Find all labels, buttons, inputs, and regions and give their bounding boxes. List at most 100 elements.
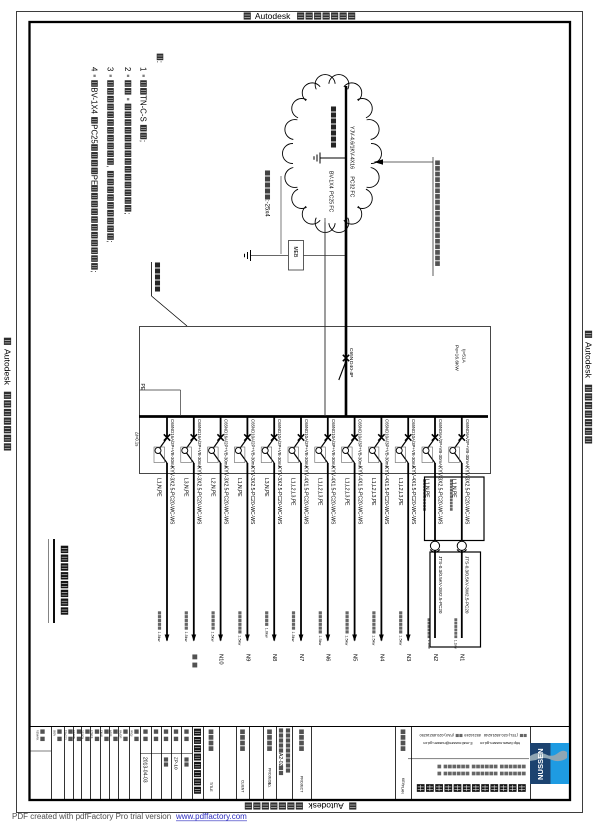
svg-text:D10A/3P+VB-30mA: D10A/3P+VB-30mA (411, 430, 416, 468)
svg-text:L1,N,PE: L1,N,PE (424, 479, 430, 498)
svg-text:PC25: PC25 (90, 124, 99, 144)
svg-text:;: ; (123, 212, 132, 214)
svg-text:Autodesk: Autodesk (583, 342, 593, 379)
svg-text:PROJECT: PROJECT (267, 768, 271, 785)
svg-text:N6: N6 (325, 654, 331, 661)
svg-text:C65N: C65N (277, 419, 282, 430)
svg-text:D16A/2P+VB-30mA: D16A/2P+VB-30mA (224, 430, 229, 468)
svg-text:EXAM: EXAM (100, 730, 103, 737)
svg-text:Autodesk: Autodesk (255, 11, 291, 21)
svg-text:KYV-4X1.5-PC20-WC-WS: KYV-4X1.5-PC20-WC-WS (410, 466, 416, 525)
svg-text:APPR: APPR (109, 730, 112, 737)
svg-text:BV-1X4: BV-1X4 (90, 87, 99, 114)
svg-text:Δt=0.1s: Δt=0.1s (134, 432, 139, 446)
svg-text:C65N: C65N (250, 419, 255, 430)
svg-text:KYV-3X2.5-PC20-WC-WS: KYV-3X2.5-PC20-WC-WS (249, 466, 255, 525)
svg-text:(TEL):020-85216248: (TEL):020-85216248 (484, 733, 518, 737)
svg-text:1.5kw: 1.5kw (238, 635, 242, 645)
svg-text:PDF created with pdfFactory Pr: PDF created with pdfFactory Pro trial ve… (12, 812, 171, 821)
svg-text:MEB: MEB (292, 247, 298, 259)
svg-text:DRAWN: DRAWN (72, 730, 75, 739)
svg-text:C65N: C65N (358, 419, 363, 430)
svg-text:CLIENT: CLIENT (240, 780, 244, 793)
svg-text:KYV-3X2.5-PC20-WC-WS: KYV-3X2.5-PC20-WC-WS (169, 466, 175, 525)
svg-text:(FAX):020-85216250: (FAX):020-85216250 (420, 733, 454, 737)
svg-text:;: ; (139, 140, 148, 142)
svg-text:DESIGN: DESIGN (81, 730, 84, 739)
svg-text:NO.: NO. (267, 782, 271, 788)
svg-text:D10A/2P+VB-30mA: D10A/2P+VB-30mA (304, 430, 309, 468)
svg-text:KYV-3X2.5-PC20-WC-WS: KYV-3X2.5-PC20-WC-WS (464, 466, 470, 525)
svg-text:PLAN: PLAN (401, 785, 405, 795)
svg-text:85216249: 85216249 (464, 733, 480, 737)
svg-text:KYV-4X1.5-PC20-WC-WS: KYV-4X1.5-PC20-WC-WS (303, 466, 309, 525)
svg-text:www.pdffactory.com: www.pdffactory.com (175, 812, 247, 821)
svg-text:D10A/3P+VB-30mA: D10A/3P+VB-30mA (384, 430, 389, 468)
svg-text:N5: N5 (352, 654, 358, 661)
svg-text:;: ; (90, 270, 99, 272)
svg-text:Pe=16.6KW: Pe=16.6KW (453, 345, 459, 371)
svg-text:L1,L2,L3,PE: L1,L2,L3,PE (290, 478, 296, 506)
svg-text:N1: N1 (459, 654, 465, 661)
svg-text:,: , (106, 165, 115, 167)
svg-text:N4: N4 (378, 654, 384, 662)
svg-text:PC25: PC25 (328, 191, 334, 204)
svg-text:1.5kw: 1.5kw (157, 632, 161, 642)
svg-text:L1,L2,L3,PE: L1,L2,L3,PE (343, 478, 349, 506)
svg-text:D10A/3P+VB-30mA: D10A/3P+VB-30mA (358, 430, 363, 468)
svg-text:NUSSEN: NUSSEN (536, 748, 545, 780)
svg-text:KEY: KEY (401, 778, 405, 786)
svg-text:L1,L2,L3,PE: L1,L2,L3,PE (397, 478, 403, 506)
svg-text::: : (155, 61, 164, 63)
svg-text:4: 4 (90, 67, 99, 72)
svg-text:L1,N,PE: L1,N,PE (156, 478, 162, 497)
svg-text:PE: PE (90, 175, 99, 185)
svg-text:L1,L2,L3,PE: L1,L2,L3,PE (370, 478, 376, 506)
svg-text:PC32: PC32 (349, 176, 355, 189)
svg-text:PROJECT: PROJECT (299, 776, 303, 793)
svg-text:3: 3 (106, 67, 115, 71)
svg-text:D40-4P: D40-4P (348, 361, 354, 377)
svg-text:D10A/2P+VB-30mA: D10A/2P+VB-30mA (250, 430, 255, 468)
svg-text:L3,N,PE: L3,N,PE (263, 478, 269, 497)
svg-text:L1,N,PE: L1,N,PE (236, 478, 242, 497)
svg-text:TRACED: TRACED (64, 730, 67, 740)
svg-text:1: 1 (139, 67, 148, 71)
svg-text:A2-02: A2-02 (277, 753, 283, 767)
svg-text:N2: N2 (432, 654, 438, 661)
svg-text:L1,N,PE: L1,N,PE (451, 479, 457, 498)
svg-text:C65N: C65N (465, 419, 470, 430)
svg-text:N10: N10 (218, 654, 224, 665)
svg-text:TITLE: TITLE (209, 782, 213, 792)
svg-text:KYV-3X2.5-PC20-WC-WS: KYV-3X2.5-PC20-WC-WS (196, 466, 202, 525)
svg-text:Autodesk: Autodesk (2, 349, 12, 386)
svg-text:KYV-4X1.5-PC20-WC-WS: KYV-4X1.5-PC20-WC-WS (356, 466, 362, 525)
svg-text:1.5kw: 1.5kw (211, 632, 215, 642)
svg-text:N8: N8 (271, 654, 277, 661)
svg-text:C65N: C65N (384, 419, 389, 430)
svg-text:KYV-4X1.5-PC20-WC-WS: KYV-4X1.5-PC20-WC-WS (330, 466, 336, 525)
svg-text:2013-04-03: 2013-04-03 (142, 757, 148, 783)
svg-text:D10A/2P+VB-30mA: D10A/2P+VB-30mA (277, 430, 282, 468)
svg-text:PROJ: PROJ (130, 730, 133, 737)
svg-text:JTS-0.3/0.5KV-3W2.5-PC20: JTS-0.3/0.5KV-3W2.5-PC20 (465, 556, 470, 614)
svg-text:Ij=51A: Ij=51A (460, 349, 466, 364)
svg-text:C65N: C65N (170, 419, 175, 430)
svg-text:C65N: C65N (304, 419, 309, 430)
svg-text:1.1kw: 1.1kw (427, 640, 431, 649)
svg-text:FC: FC (349, 190, 355, 197)
svg-text:D16A/2P+VB-30mA: D16A/2P+VB-30mA (170, 430, 175, 468)
svg-text:1.0kw: 1.0kw (264, 628, 268, 638)
svg-text:C65N: C65N (331, 419, 336, 430)
svg-text:SIGN: SIGN (53, 730, 56, 736)
svg-text:FC: FC (328, 205, 334, 212)
svg-text:KYV-3X2.5-PC20-WC-WS: KYV-3X2.5-PC20-WC-WS (222, 466, 228, 525)
svg-text:L2,N,PE: L2,N,PE (209, 478, 215, 497)
svg-text:C65N: C65N (197, 419, 202, 430)
svg-text:C65N: C65N (438, 419, 443, 430)
svg-text:N9: N9 (244, 654, 250, 661)
svg-text:D6A/2P+VB-30mA: D6A/2P+VB-30mA (438, 430, 443, 466)
svg-text:N3: N3 (405, 654, 411, 661)
svg-text:Autodesk: Autodesk (308, 801, 344, 811)
svg-text:L3,N,PE: L3,N,PE (183, 478, 189, 497)
